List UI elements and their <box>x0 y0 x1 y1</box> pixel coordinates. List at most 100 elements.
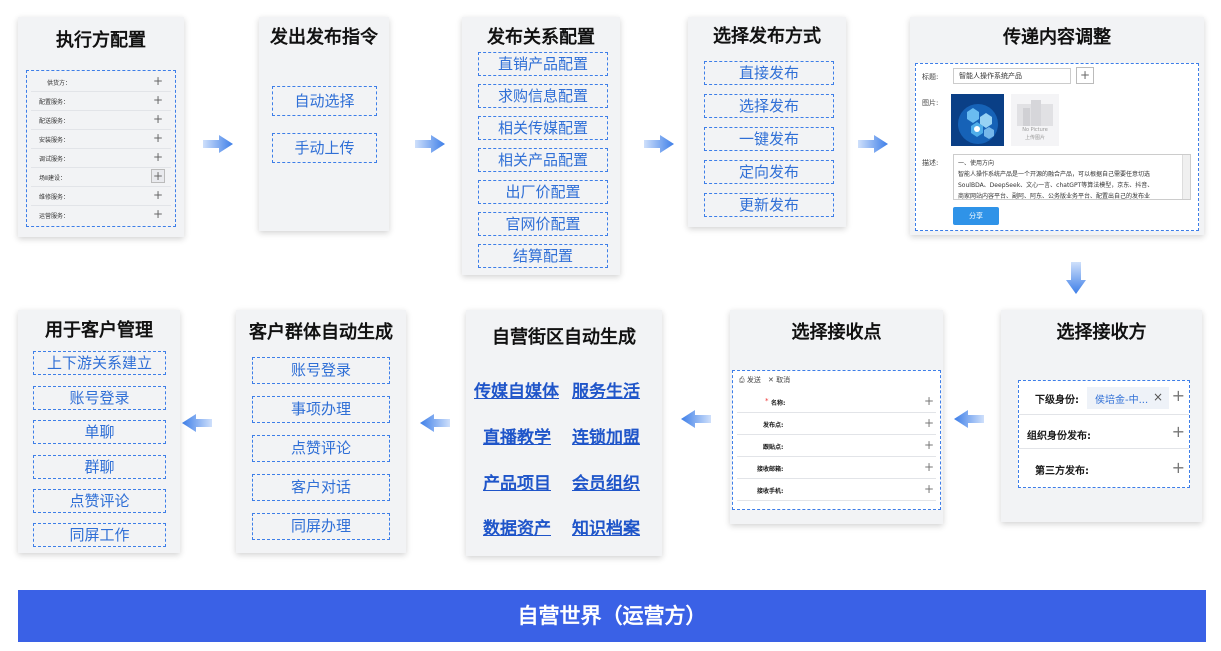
form-row: 配置服务：+ <box>31 91 171 111</box>
member-org-link[interactable]: 会员组织 <box>572 474 640 494</box>
arrow-left-icon <box>954 410 984 428</box>
row-label: 跟贴点: <box>763 444 784 451</box>
close-icon[interactable]: × <box>1152 390 1163 404</box>
direct-sales-config-button[interactable]: 直销产品配置 <box>478 52 608 76</box>
customer-chat-button[interactable]: 客户对话 <box>252 474 390 501</box>
required-mark: * <box>765 397 769 405</box>
receiver-tag[interactable]: 侯培金-中... × <box>1087 387 1169 409</box>
share-button[interactable]: 分享 <box>953 207 999 225</box>
receive-point-panel: ⎙ 发送 ✕ 取消 * 名称: + 发布点: + 跟贴点: + 接收邮箱: + … <box>732 370 941 510</box>
add-icon[interactable]: + <box>923 482 934 496</box>
card-issue-command: 发出发布指令 自动选择 手动上传 <box>259 17 389 231</box>
private-chat-button[interactable]: 单聊 <box>33 420 166 444</box>
related-product-config-button[interactable]: 相关产品配置 <box>478 148 608 172</box>
form-row: 调试服务：+ <box>31 148 171 168</box>
life-service-link[interactable]: 服务生活 <box>572 382 640 402</box>
add-icon[interactable]: + <box>152 112 163 126</box>
title-label: 标题: <box>922 73 939 81</box>
product-project-link[interactable]: 产品项目 <box>483 474 551 494</box>
cancel-label: 取消 <box>776 376 791 384</box>
hexagon-tech-icon <box>951 94 1004 146</box>
supply-chain-relation-button[interactable]: 上下游关系建立 <box>33 351 166 375</box>
add-icon[interactable]: + <box>923 438 934 452</box>
media-link[interactable]: 传媒自媒体 <box>474 382 559 402</box>
knowledge-archive-link[interactable]: 知识档案 <box>572 519 640 539</box>
scrollbar[interactable] <box>1182 155 1190 199</box>
add-icon[interactable]: + <box>1171 386 1185 405</box>
form-row: 维修服务：+ <box>31 186 171 206</box>
like-comment-button[interactable]: 点赞评论 <box>252 435 390 462</box>
add-icon[interactable]: + <box>152 131 163 145</box>
content-form-panel: 标题: 智能人操作系统产品 + 图片: No Picture 上传图片 <box>915 63 1199 231</box>
live-teaching-link[interactable]: 直播教学 <box>483 428 551 448</box>
add-icon[interactable]: + <box>1171 422 1185 441</box>
account-login-button[interactable]: 账号登录 <box>33 386 166 410</box>
arrow-left-icon <box>681 410 711 428</box>
row-label: 接收邮箱: <box>757 466 784 473</box>
receiver-row: 组织身份发布: + <box>1019 415 1189 449</box>
add-icon[interactable]: + <box>151 169 165 183</box>
desc-line: 智能人操作系统产品是一个开源的融合产品，可以根据自己需要任意切选 <box>958 171 1151 178</box>
related-media-config-button[interactable]: 相关传媒配置 <box>478 116 608 140</box>
row-label: 供货方： <box>47 80 72 87</box>
tag-text: 侯培金-中... <box>1095 395 1149 406</box>
no-picture-icon <box>1017 100 1053 126</box>
targeted-publish-button[interactable]: 定向发布 <box>704 160 834 184</box>
like-comment-button[interactable]: 点赞评论 <box>33 489 166 513</box>
row-label: 运营服务： <box>39 213 70 220</box>
description-textarea[interactable]: 一、使用方向 智能人操作系统产品是一个开源的融合产品，可以根据自己需要任意切选 … <box>953 154 1191 200</box>
add-icon[interactable]: + <box>923 460 934 474</box>
settlement-config-button[interactable]: 结算配置 <box>478 244 608 268</box>
auto-select-button[interactable]: 自动选择 <box>272 86 377 116</box>
point-row: 接收邮箱: + <box>737 457 936 479</box>
one-click-publish-button[interactable]: 一键发布 <box>704 127 834 151</box>
manual-upload-button[interactable]: 手动上传 <box>272 133 377 163</box>
official-price-config-button[interactable]: 官网价配置 <box>478 212 608 236</box>
select-publish-button[interactable]: 选择发布 <box>704 94 834 118</box>
add-title-button[interactable]: + <box>1076 67 1094 84</box>
card-customer-group-generate: 客户群体自动生成 账号登录 事项办理 点赞评论 客户对话 同屏办理 <box>236 310 406 553</box>
add-icon[interactable]: + <box>152 93 163 107</box>
direct-publish-button[interactable]: 直接发布 <box>704 61 834 85</box>
card-customer-management: 用于客户管理 上下游关系建立 账号登录 单聊 群聊 点赞评论 同屏工作 <box>18 310 180 553</box>
add-icon[interactable]: + <box>152 74 163 88</box>
card-title: 选择发布方式 <box>713 26 821 47</box>
image-upload-placeholder[interactable]: No Picture 上传图片 <box>1011 94 1059 146</box>
card-title: 选择接收点 <box>791 322 882 343</box>
row-label: 安装服务： <box>39 137 70 144</box>
send-label: 发送 <box>746 376 761 384</box>
operator-banner: 自营世界（运营方） <box>18 590 1206 642</box>
add-icon[interactable]: + <box>1171 458 1185 477</box>
card-content-adjust: 传递内容调整 标题: 智能人操作系统产品 + 图片: No Picture <box>910 17 1204 235</box>
send-button[interactable]: ⎙ 发送 <box>739 376 761 384</box>
purchase-info-config-button[interactable]: 求购信息配置 <box>478 84 608 108</box>
title-input[interactable]: 智能人操作系统产品 <box>953 68 1071 84</box>
cancel-button[interactable]: ✕ 取消 <box>768 376 791 384</box>
card-publish-relation-config: 发布关系配置 直销产品配置 求购信息配置 相关传媒配置 相关产品配置 出厂价配置… <box>462 17 620 275</box>
receiver-row: 下级身份: 侯培金-中... × + <box>1019 381 1189 415</box>
desc-line: 商家网站内容平台、副阿、阿东、公务版业务平台、配置出自己的发布业 <box>958 193 1151 200</box>
form-row: 场Ⅱ建设：+ <box>31 167 171 187</box>
data-assets-link[interactable]: 数据资产 <box>483 519 551 539</box>
add-icon[interactable]: + <box>923 394 934 408</box>
row-label: 名称: <box>771 400 786 407</box>
factory-price-config-button[interactable]: 出厂价配置 <box>478 180 608 204</box>
add-icon[interactable]: + <box>152 207 163 221</box>
account-login-button[interactable]: 账号登录 <box>252 357 390 384</box>
row-label: 组织身份发布: <box>1027 431 1091 442</box>
update-publish-button[interactable]: 更新发布 <box>704 193 834 217</box>
task-handling-button[interactable]: 事项办理 <box>252 396 390 423</box>
row-label: 配送服务： <box>39 118 70 125</box>
screen-share-work-button[interactable]: 同屏工作 <box>33 523 166 547</box>
add-icon[interactable]: + <box>152 150 163 164</box>
group-chat-button[interactable]: 群聊 <box>33 455 166 479</box>
add-icon[interactable]: + <box>152 188 163 202</box>
arrow-left-icon <box>420 414 450 432</box>
card-title: 客户群体自动生成 <box>249 322 393 343</box>
no-picture-text: No Picture <box>1022 127 1048 133</box>
add-icon[interactable]: + <box>923 416 934 430</box>
franchise-link[interactable]: 连锁加盟 <box>572 428 640 448</box>
desc-line: SoulBDA、DeepSeek、文心一言、chatGPT等算法模型，京东、抖音… <box>958 182 1154 189</box>
screen-share-handling-button[interactable]: 同屏办理 <box>252 513 390 540</box>
point-row: 跟贴点: + <box>737 435 936 457</box>
